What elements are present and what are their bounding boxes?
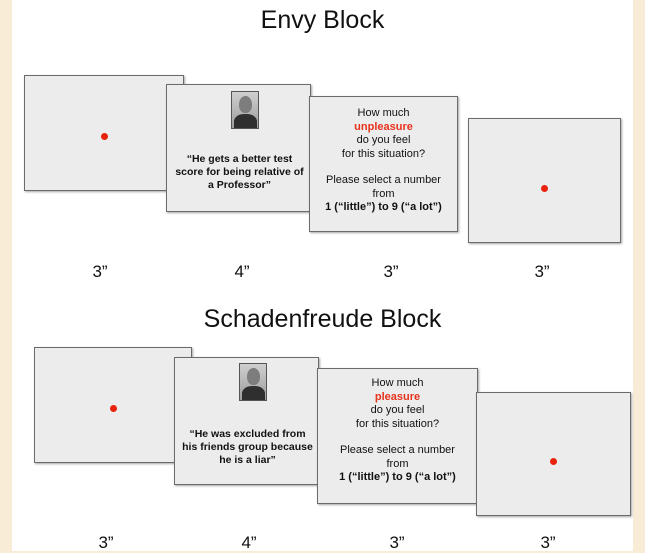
- rating-scale: 1 (“little”) to 9 (“a lot”): [325, 201, 442, 213]
- fixation-dot-icon: [110, 405, 117, 412]
- select-line-2: from: [386, 457, 409, 470]
- envy-duration-3: 3”: [383, 262, 399, 281]
- envy-duration-4: 3”: [534, 262, 550, 281]
- envy-rating-question: How much unpleasure do you feel for this…: [310, 107, 457, 215]
- schadenfreude-duration-3: 3”: [389, 533, 405, 552]
- schadenfreude-block-title: Schadenfreude Block: [203, 305, 442, 333]
- schadenfreude-scenario-quote: “He was excluded from his friends group …: [182, 428, 313, 466]
- schadenfreude-duration-1: 3”: [98, 533, 114, 552]
- envy-duration-1: 3”: [92, 262, 108, 281]
- schadenfreude-rating-question: How much pleasure do you feel for this s…: [318, 377, 477, 485]
- question-line-1: How much: [371, 377, 424, 389]
- question-line-3: for this situation?: [355, 417, 440, 430]
- fixation-dot-icon: [541, 185, 548, 192]
- schadenfreude-rating-screen: How much pleasure do you feel for this s…: [317, 368, 478, 504]
- schadenfreude-duration-2: 4”: [241, 533, 257, 552]
- envy-scenario-quote: “He gets a better test score for being r…: [175, 153, 304, 191]
- face-photo-icon: [231, 91, 259, 129]
- select-line-2: from: [372, 187, 395, 200]
- face-photo-icon: [239, 363, 267, 401]
- envy-fixation-screen-1: [24, 75, 184, 191]
- envy-duration-2: 4”: [234, 262, 250, 281]
- question-line-2: do you feel: [356, 134, 411, 146]
- schadenfreude-scenario-screen: “He was excluded from his friends group …: [174, 357, 319, 485]
- rating-scale: 1 (“little”) to 9 (“a lot”): [339, 471, 456, 483]
- schadenfreude-fixation-screen-1: [34, 347, 192, 463]
- question-line-1: How much: [357, 107, 410, 119]
- emotion-word: pleasure: [374, 390, 421, 403]
- envy-scenario-screen: “He gets a better test score for being r…: [166, 84, 311, 212]
- fixation-dot-icon: [101, 133, 108, 140]
- envy-block-title: Envy Block: [260, 6, 385, 34]
- schadenfreude-duration-4: 3”: [540, 533, 556, 552]
- emotion-word: unpleasure: [354, 120, 413, 133]
- question-line-3: for this situation?: [341, 147, 426, 160]
- envy-rating-screen: How much unpleasure do you feel for this…: [309, 96, 458, 232]
- schadenfreude-fixation-screen-2: [476, 392, 631, 516]
- select-line-1: Please select a number: [340, 444, 455, 456]
- fixation-dot-icon: [550, 458, 557, 465]
- envy-fixation-screen-2: [468, 118, 621, 243]
- question-line-2: do you feel: [370, 404, 425, 416]
- select-line-1: Please select a number: [326, 174, 441, 186]
